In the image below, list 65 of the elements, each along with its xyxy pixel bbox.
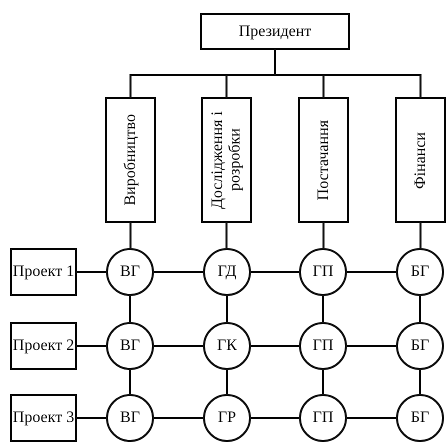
connector-line bbox=[322, 370, 324, 394]
node-label: ВГ bbox=[120, 337, 140, 355]
manager-circle bbox=[106, 394, 154, 442]
node-label: ГД bbox=[218, 263, 236, 281]
manager-circle bbox=[299, 322, 347, 370]
manager-circle bbox=[203, 394, 251, 442]
connector-line bbox=[322, 223, 324, 248]
connector-line bbox=[226, 370, 228, 394]
node-label: ВГ bbox=[120, 409, 140, 427]
connector-line bbox=[154, 345, 203, 347]
connector-line bbox=[154, 271, 203, 273]
manager-circle bbox=[299, 394, 347, 442]
manager-circle bbox=[106, 248, 154, 296]
node-label: ВГ bbox=[120, 263, 140, 281]
manager-circle bbox=[203, 248, 251, 296]
connector-line bbox=[347, 417, 396, 419]
node-label: Постачання bbox=[314, 120, 332, 200]
connector-line bbox=[226, 296, 228, 322]
connector-line bbox=[77, 271, 106, 273]
department-box bbox=[395, 97, 446, 223]
node-label: Проект 1 bbox=[12, 263, 74, 281]
connector-line bbox=[130, 223, 132, 248]
node-label: Фінанси bbox=[412, 132, 430, 188]
connector-line bbox=[251, 417, 299, 419]
manager-circle bbox=[299, 248, 347, 296]
manager-circle bbox=[396, 322, 444, 370]
process-box bbox=[200, 13, 350, 50]
node-label: БГ bbox=[410, 337, 430, 355]
connector-line bbox=[154, 417, 203, 419]
connector-line bbox=[420, 223, 422, 248]
node-label: БГ bbox=[410, 263, 430, 281]
process-box bbox=[10, 322, 77, 370]
node-label: Дослідження і розробки bbox=[208, 110, 244, 211]
connector-line bbox=[419, 370, 421, 394]
connector-line bbox=[419, 296, 421, 322]
connector-line bbox=[129, 296, 131, 322]
process-box bbox=[10, 394, 77, 442]
manager-circle bbox=[396, 394, 444, 442]
connector-line bbox=[274, 50, 422, 97]
connector-line bbox=[226, 223, 228, 248]
connector-line bbox=[77, 417, 106, 419]
department-box bbox=[298, 97, 349, 223]
node-label: ГК bbox=[217, 337, 237, 355]
department-box bbox=[105, 97, 156, 223]
connector-line bbox=[347, 271, 396, 273]
node-label: Проект 2 bbox=[12, 337, 74, 355]
node-label: ГП bbox=[312, 263, 334, 281]
connector-line bbox=[251, 271, 299, 273]
connector-line bbox=[322, 296, 324, 322]
node-label: БГ bbox=[410, 409, 430, 427]
node-label: ГП bbox=[312, 337, 334, 355]
node-label: Президент bbox=[238, 22, 312, 40]
manager-circle bbox=[106, 322, 154, 370]
manager-circle bbox=[203, 322, 251, 370]
node-label: Виробництво bbox=[122, 114, 140, 206]
connector-line bbox=[251, 345, 299, 347]
connector-line bbox=[77, 345, 106, 347]
connector-line bbox=[347, 345, 396, 347]
node-label: ГП bbox=[312, 409, 334, 427]
department-box bbox=[201, 97, 252, 223]
manager-circle bbox=[396, 248, 444, 296]
connector-line bbox=[129, 370, 131, 394]
node-label: ГР bbox=[218, 409, 236, 427]
node-label: Проект 3 bbox=[12, 409, 74, 427]
process-box bbox=[10, 248, 77, 296]
